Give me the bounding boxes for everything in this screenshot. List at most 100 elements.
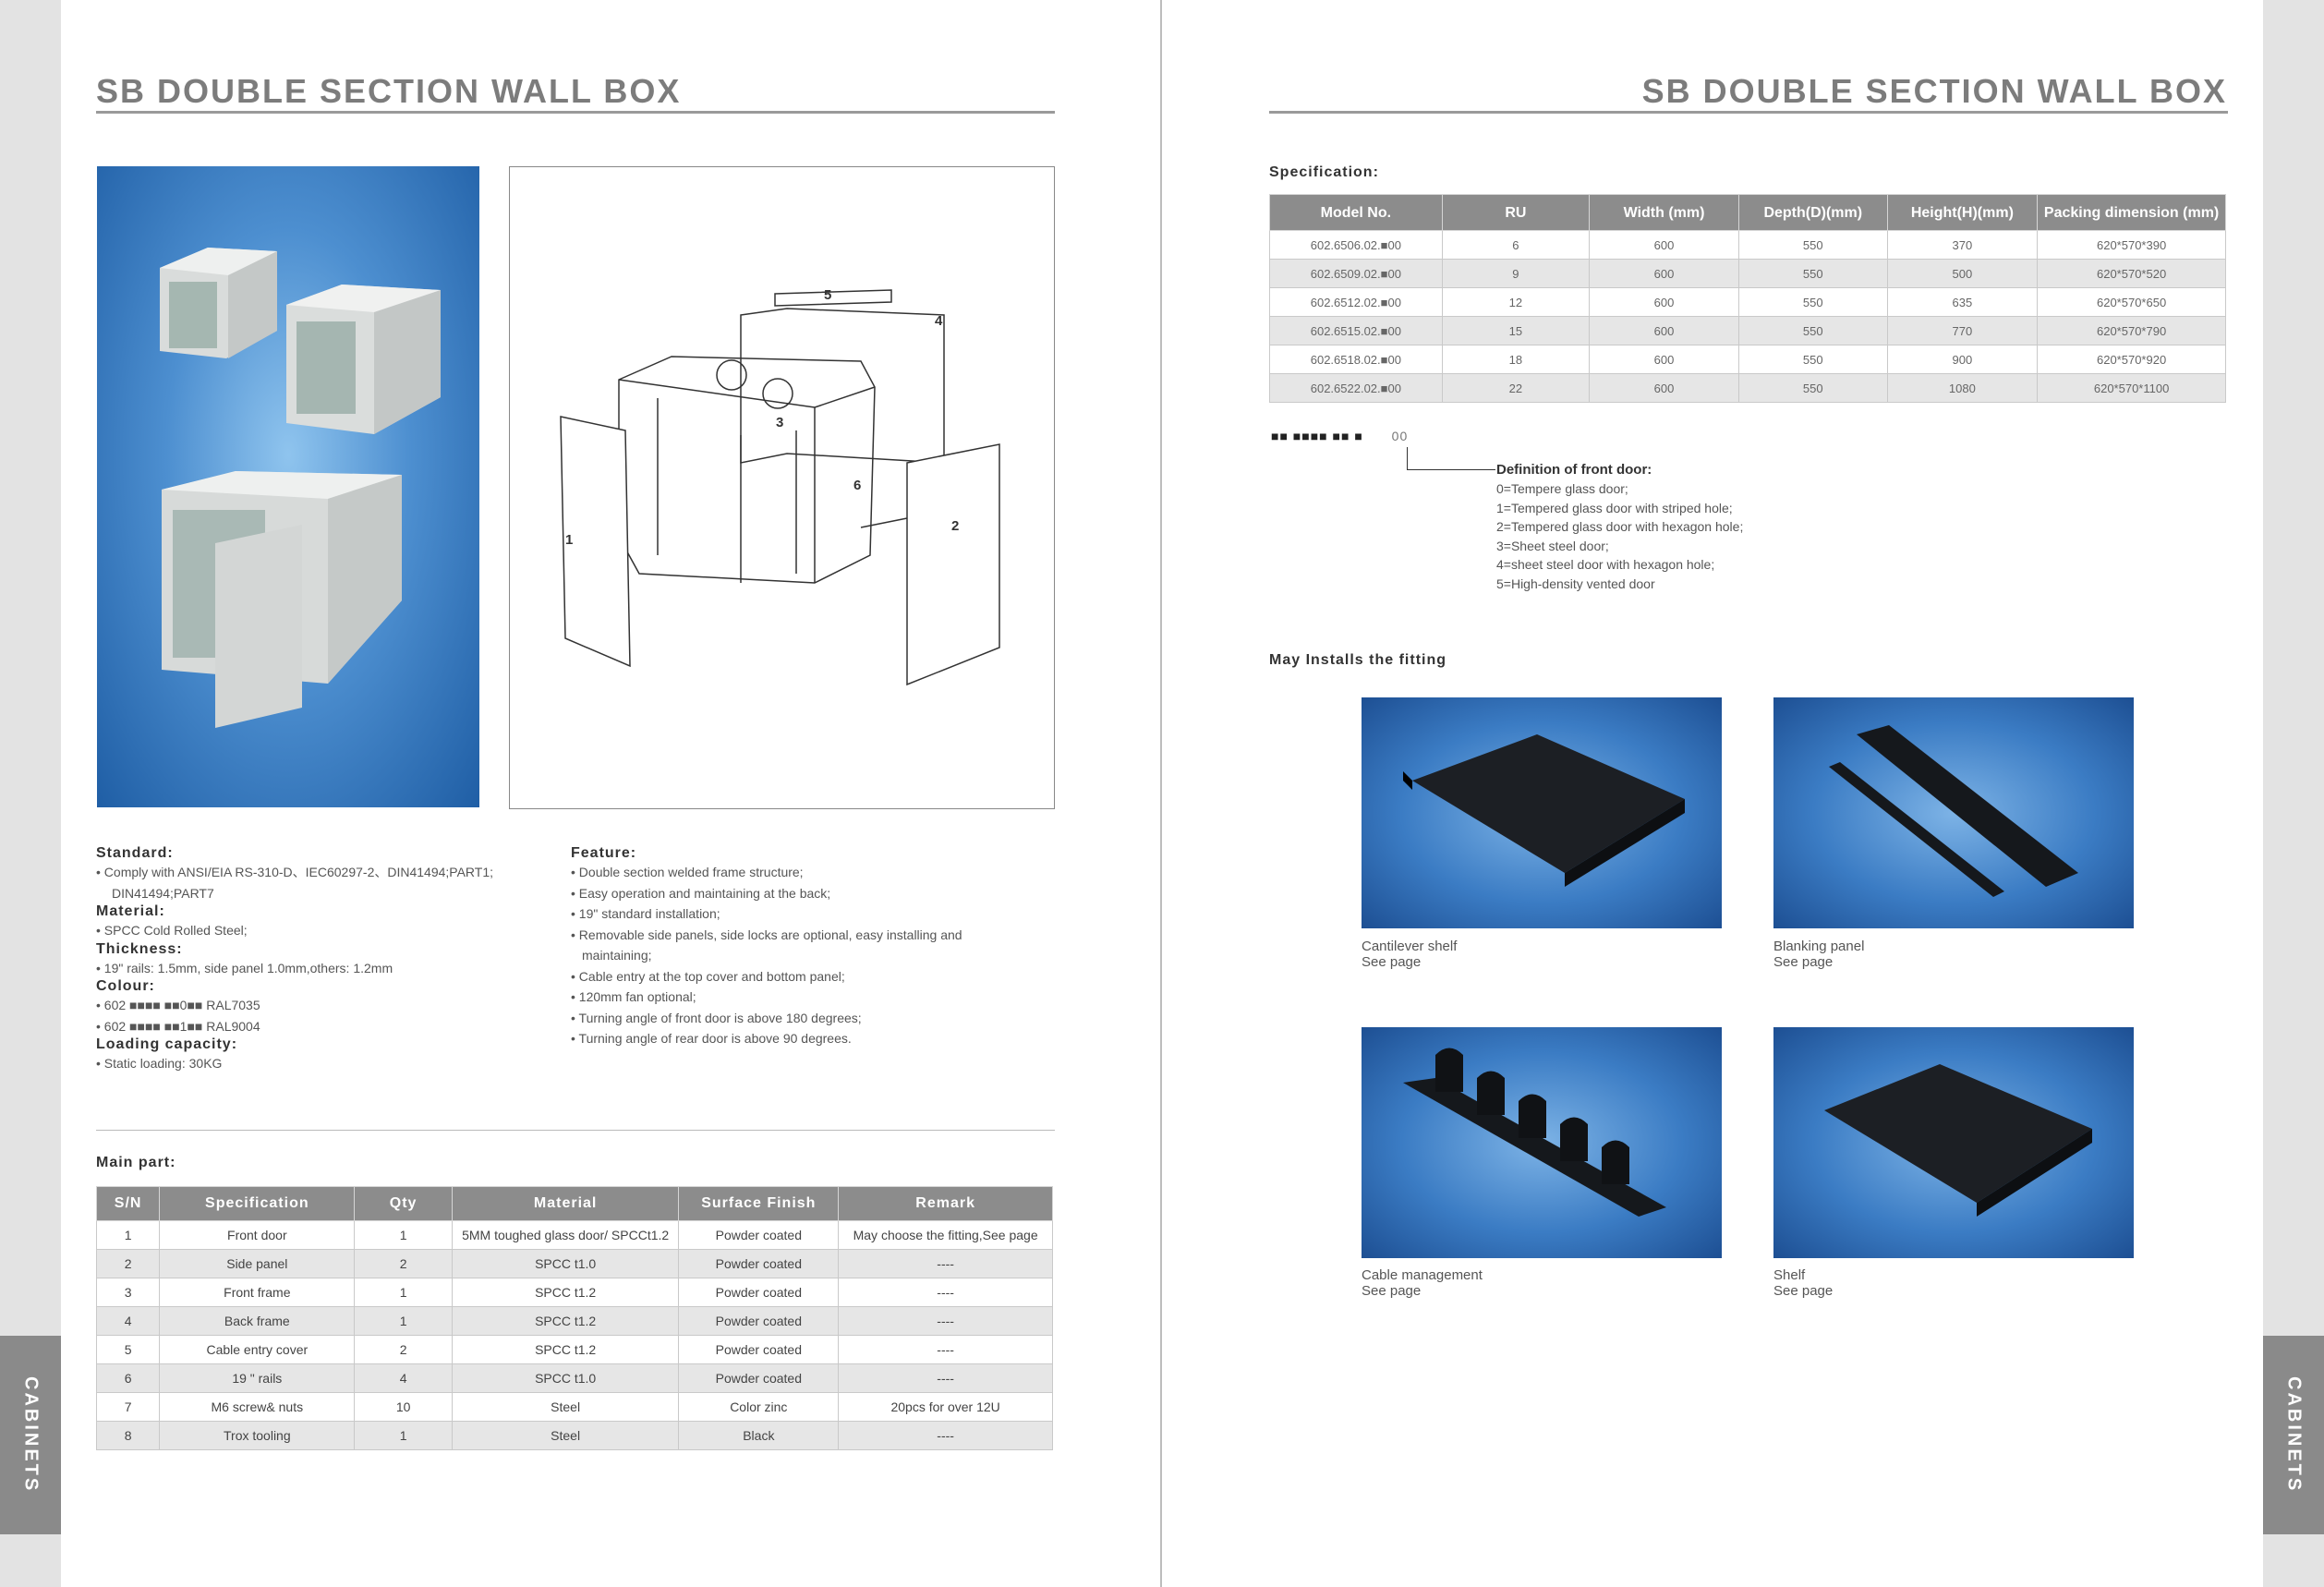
feature-line: • Double section welded frame structure; <box>571 865 804 879</box>
cable-management-illustration <box>1403 1048 1666 1217</box>
side-tab-right: CABINETS <box>2263 1336 2324 1534</box>
table-cell: 602.6522.02.■00 <box>1269 373 1443 403</box>
table-cell: 10 <box>354 1392 453 1422</box>
fitting-caption: Cable management See page <box>1362 1267 1483 1299</box>
feature-line: • Removable side panels, side locks are … <box>571 927 962 942</box>
column-header: RU <box>1441 194 1591 231</box>
table-cell: 635 <box>1886 287 2039 317</box>
table-cell: 550 <box>1737 316 1888 345</box>
table-cell: 602.6518.02.■00 <box>1269 345 1443 374</box>
table-cell: Powder coated <box>678 1335 840 1364</box>
table-cell: 600 <box>1589 259 1739 288</box>
table-cell: 2 <box>354 1335 453 1364</box>
side-tab-label: CABINETS <box>20 1376 42 1494</box>
column-header: Qty <box>354 1186 453 1221</box>
fitting-caption: Cantilever shelf See page <box>1362 939 1457 970</box>
cantilever-shelf-photo <box>1362 697 1722 928</box>
colour-heading: Colour: <box>96 978 155 994</box>
table-cell: 620*570*1100 <box>2037 373 2226 403</box>
table-cell: Side panel <box>159 1249 356 1278</box>
table-cell: Powder coated <box>678 1249 840 1278</box>
diagram-label-4: 4 <box>935 313 943 329</box>
table-cell: Color zinc <box>678 1392 840 1422</box>
material-heading: Material: <box>96 903 165 919</box>
fitting-name: Cable management <box>1362 1267 1483 1283</box>
table-cell: 600 <box>1589 287 1739 317</box>
table-cell: ---- <box>838 1278 1053 1307</box>
fitting-see-page: See page <box>1362 1283 1422 1299</box>
table-cell: 15 <box>1441 316 1591 345</box>
main-part-table: S/N Specification Qty Material Surface F… <box>95 1186 1053 1450</box>
table-cell: ---- <box>838 1335 1053 1364</box>
table-cell: 602.6515.02.■00 <box>1269 316 1443 345</box>
thickness-line: • 19" rails: 1.5mm, side panel 1.0mm,oth… <box>96 960 393 975</box>
fitting-caption: Shelf See page <box>1773 1267 1833 1299</box>
cabinet-photo-illustration <box>160 248 441 728</box>
table-cell: 620*570*390 <box>2037 230 2226 260</box>
diagram-label-2: 2 <box>951 518 960 534</box>
front-door-line: 3=Sheet steel door; <box>1496 538 1609 553</box>
feature-line: • 19" standard installation; <box>571 906 720 921</box>
title-rule-right <box>1269 111 2228 114</box>
table-cell: 1 <box>354 1421 453 1450</box>
table-cell: 2 <box>354 1249 453 1278</box>
table-cell: 500 <box>1886 259 2039 288</box>
standard-heading: Standard: <box>96 845 174 861</box>
table-cell: SPCC t1.0 <box>451 1249 680 1278</box>
table-cell: 550 <box>1737 287 1888 317</box>
table-cell: May choose the fitting,See page <box>838 1220 1053 1250</box>
table-cell: 1080 <box>1886 373 2039 403</box>
front-door-line: 1=Tempered glass door with striped hole; <box>1496 500 1733 515</box>
column-header: Depth(D)(mm) <box>1737 194 1888 231</box>
column-header: S/N <box>95 1186 161 1221</box>
table-cell: 600 <box>1589 373 1739 403</box>
table-cell: Powder coated <box>678 1306 840 1336</box>
table-cell: 6 <box>95 1363 161 1393</box>
side-tab-left: CABINETS <box>0 1336 61 1534</box>
table-cell: Steel <box>451 1392 680 1422</box>
spec-text-left: Standard: • Comply with ANSI/EIA RS-310-… <box>96 845 539 1074</box>
front-door-heading: Definition of front door: <box>1496 462 1652 478</box>
table-cell: Back frame <box>159 1306 356 1336</box>
table-cell: 602.6512.02.■00 <box>1269 287 1443 317</box>
colour-line: • 602 ■■■■ ■■0■■ RAL7035 <box>96 998 260 1012</box>
table-header-row: Model No. RU Width (mm) Depth(D)(mm) Hei… <box>1269 194 2226 231</box>
feature-line: maintaining; <box>582 948 652 963</box>
column-header: Packing dimension (mm) <box>2037 194 2226 231</box>
table-header-row: S/N Specification Qty Material Surface F… <box>95 1186 1053 1221</box>
table-cell: 1 <box>354 1306 453 1336</box>
column-header: Remark <box>838 1186 1053 1221</box>
diagram-label-3: 3 <box>776 415 784 430</box>
exploded-view-drawing <box>560 289 1000 686</box>
table-cell: SPCC t1.2 <box>451 1335 680 1364</box>
table-cell: 1 <box>354 1220 453 1250</box>
diagram-label-5: 5 <box>824 287 832 303</box>
exploded-diagram: 5 4 3 6 1 2 <box>509 166 1055 809</box>
table-cell: 5 <box>95 1335 161 1364</box>
table-cell: 12 <box>1441 287 1591 317</box>
feature-line: • 120mm fan optional; <box>571 989 696 1004</box>
table-cell: 1 <box>354 1278 453 1307</box>
fitting-see-page: See page <box>1773 1283 1834 1299</box>
colour-line: • 602 ■■■■ ■■1■■ RAL9004 <box>96 1018 260 1034</box>
table-cell: Powder coated <box>678 1363 840 1393</box>
table-cell: 1 <box>95 1220 161 1250</box>
code-connector-line <box>1407 447 1408 470</box>
section-divider <box>96 1130 1055 1131</box>
table-cell: Powder coated <box>678 1220 840 1250</box>
feature-text: Feature: • Double section welded frame s… <box>571 845 1056 1049</box>
table-cell: 2 <box>95 1249 161 1278</box>
table-cell: 370 <box>1886 230 2039 260</box>
table-cell: 600 <box>1589 230 1739 260</box>
fitting-caption: Blanking panel See page <box>1773 939 1864 970</box>
table-cell: 550 <box>1737 230 1888 260</box>
table-cell: 770 <box>1886 316 2039 345</box>
column-header: Width (mm) <box>1589 194 1739 231</box>
table-cell: SPCC t1.2 <box>451 1278 680 1307</box>
